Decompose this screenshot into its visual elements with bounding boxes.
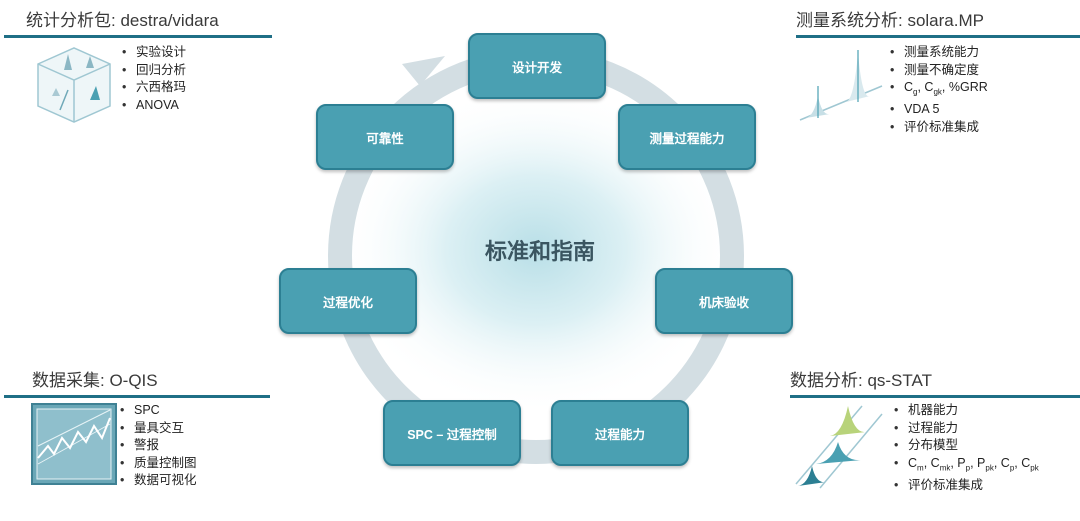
corner-bottom-right: 数据分析: qs-STAT 机器能力 过程能力 分布模型 Cm, Cmk, Pp…	[790, 366, 1080, 494]
list-item: 机器能力	[894, 402, 1080, 420]
list-item: 评价标准集成	[890, 119, 1080, 137]
list-item: SPC	[120, 402, 270, 420]
corner-title: 数据分析: qs-STAT	[790, 366, 1080, 398]
corner-list: 实验设计 回归分析 六西格玛 ANOVA	[122, 44, 272, 114]
list-item: 测量不确定度	[890, 62, 1080, 80]
list-item: ANOVA	[122, 97, 272, 115]
list-item: 过程能力	[894, 420, 1080, 438]
corner-top-right: 测量系统分析: solara.MP 测量系统能力 测量不确定度 Cg, Cgk,…	[796, 6, 1080, 136]
corner-list: 机器能力 过程能力 分布模型 Cm, Cmk, Pp, Ppk, Cp, Cpk…	[894, 402, 1080, 494]
list-item: 测量系统能力	[890, 44, 1080, 62]
corner-title: 数据采集: O-QIS	[4, 366, 270, 398]
cube-icon	[37, 47, 111, 123]
list-item: 量具交互	[120, 420, 270, 438]
control-chart-icon	[31, 403, 117, 485]
cycle-arrow-head	[402, 56, 445, 86]
list-item: 实验设计	[122, 44, 272, 62]
measurement-distribution-icon	[799, 50, 883, 121]
node-reliability[interactable]: 可靠性	[316, 104, 454, 170]
node-design-development[interactable]: 设计开发	[468, 33, 606, 99]
node-process-optimization[interactable]: 过程优化	[279, 268, 417, 334]
list-item: 评价标准集成	[894, 477, 1080, 495]
node-process-capability[interactable]: 过程能力	[551, 400, 689, 466]
corner-bottom-left: 数据采集: O-QIS SPC 量具交互 警报 质量控制图 数据可视化	[4, 366, 270, 490]
list-item: Cg, Cgk, %GRR	[890, 79, 1080, 101]
distribution-peaks-icon	[795, 405, 883, 489]
center-title: 标准和指南	[484, 239, 595, 264]
corner-top-left: 统计分析包: destra/vidara 实验设计 回归分析 六西格玛 ANOV…	[4, 6, 272, 114]
list-item: 质量控制图	[120, 455, 270, 473]
node-spc-control[interactable]: SPC – 过程控制	[383, 400, 521, 466]
node-machine-acceptance[interactable]: 机床验收	[655, 268, 793, 334]
list-item: 六西格玛	[122, 79, 272, 97]
list-item: 警报	[120, 437, 270, 455]
list-item: 数据可视化	[120, 472, 270, 490]
corner-title: 测量系统分析: solara.MP	[796, 6, 1080, 38]
list-item: Cm, Cmk, Pp, Ppk, Cp, Cpk	[894, 455, 1080, 477]
corner-list: 测量系统能力 测量不确定度 Cg, Cgk, %GRR VDA 5 评价标准集成	[890, 44, 1080, 136]
corner-title: 统计分析包: destra/vidara	[4, 6, 272, 38]
list-item: 回归分析	[122, 62, 272, 80]
list-item: VDA 5	[890, 101, 1080, 119]
corner-list: SPC 量具交互 警报 质量控制图 数据可视化	[120, 402, 270, 490]
node-measurement-capability[interactable]: 测量过程能力	[618, 104, 756, 170]
list-item: 分布模型	[894, 437, 1080, 455]
